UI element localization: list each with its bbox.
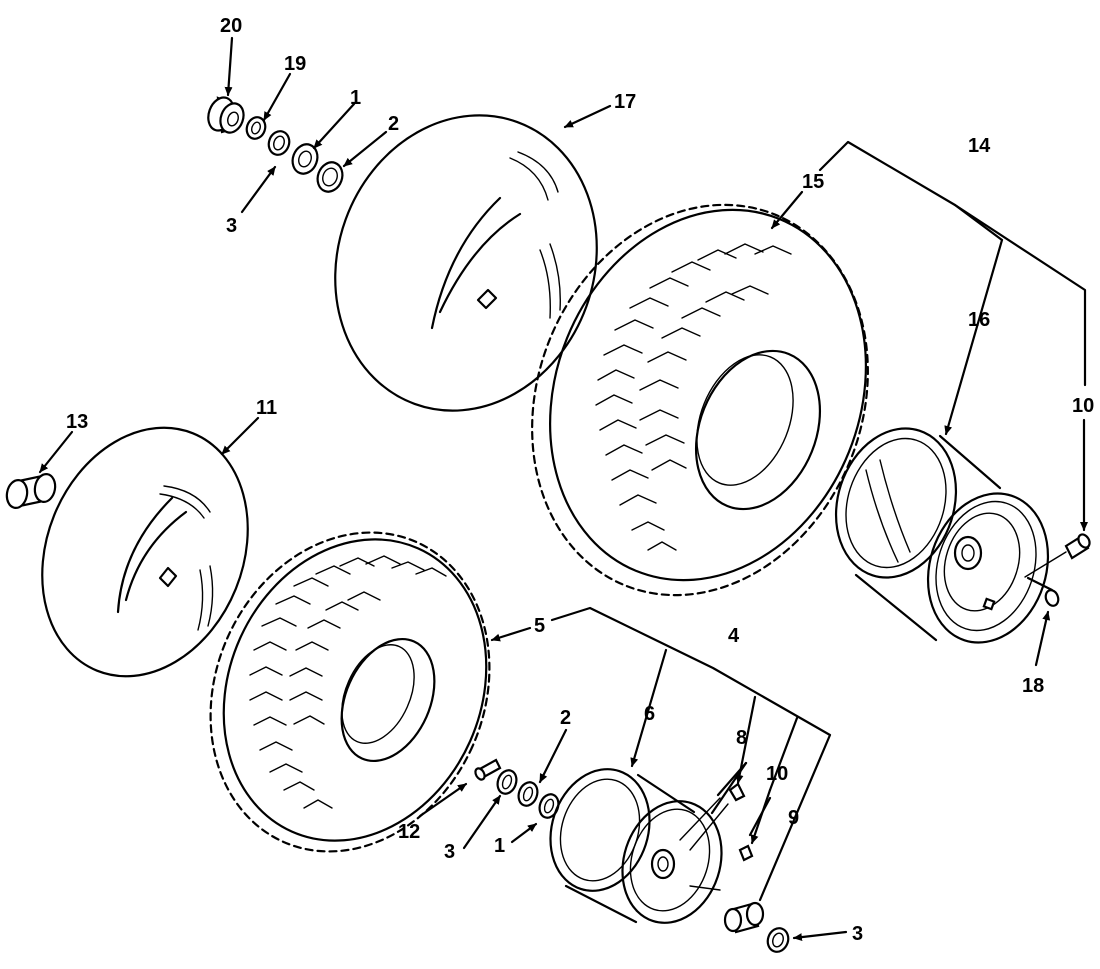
callout-3-top: 3 <box>226 215 237 237</box>
bearing-part-3-top <box>267 130 291 156</box>
rim-part-6 <box>549 768 729 924</box>
callout-12: 12 <box>398 821 420 843</box>
callout-3-bottom-right: 3 <box>852 923 863 945</box>
valve-stem-part-12 <box>474 758 502 781</box>
seal-part-2-lower <box>517 781 539 807</box>
callout-20: 20 <box>220 15 242 37</box>
rim-part-16 <box>834 427 1050 644</box>
cap-part-18 <box>1044 589 1060 607</box>
leader-lines <box>38 36 1088 942</box>
callout-16: 16 <box>968 309 990 331</box>
bearing-part-1-top <box>291 143 319 175</box>
callout-2-bottom: 2 <box>560 707 571 729</box>
inner-tube-part-11 <box>41 426 249 678</box>
snap-ring-part-19 <box>245 116 267 140</box>
callout-labels: 20 19 1 2 3 17 14 15 16 10 18 13 11 5 4 … <box>66 15 1094 945</box>
inner-tube-part-17 <box>334 114 598 412</box>
callout-6: 6 <box>644 703 655 725</box>
spacer-part-9 <box>723 901 765 934</box>
valve-part-8 <box>728 782 746 802</box>
tire-part-15 <box>531 203 869 597</box>
callout-4: 4 <box>728 625 740 647</box>
valve-stem-part-10-upper <box>1024 533 1091 578</box>
callout-5: 5 <box>534 615 545 637</box>
spacer-part-20 <box>207 96 245 134</box>
callout-9: 9 <box>788 807 799 829</box>
callout-18: 18 <box>1022 675 1044 697</box>
callout-10-right: 10 <box>1072 395 1094 417</box>
callout-11: 11 <box>256 397 277 419</box>
callout-13: 13 <box>66 411 88 433</box>
callout-17: 17 <box>614 91 636 113</box>
callout-3-bottom-left: 3 <box>444 841 455 863</box>
callout-15: 15 <box>802 171 824 193</box>
callout-1-top: 1 <box>350 87 361 109</box>
callout-14: 14 <box>968 135 991 157</box>
bearing-part-3-lower-left <box>496 769 518 795</box>
seal-part-2-top <box>316 161 344 193</box>
callout-1-bottom: 1 <box>494 835 505 857</box>
valve-stem-part-10-lower <box>738 844 754 862</box>
spacer-part-13 <box>5 473 57 509</box>
callout-8: 8 <box>736 727 747 749</box>
tire-part-5 <box>209 531 491 853</box>
callout-2-top: 2 <box>388 113 399 135</box>
callout-10-bottom: 10 <box>766 763 788 785</box>
callout-19: 19 <box>284 53 306 75</box>
bearing-part-3-lower-right <box>766 927 790 953</box>
